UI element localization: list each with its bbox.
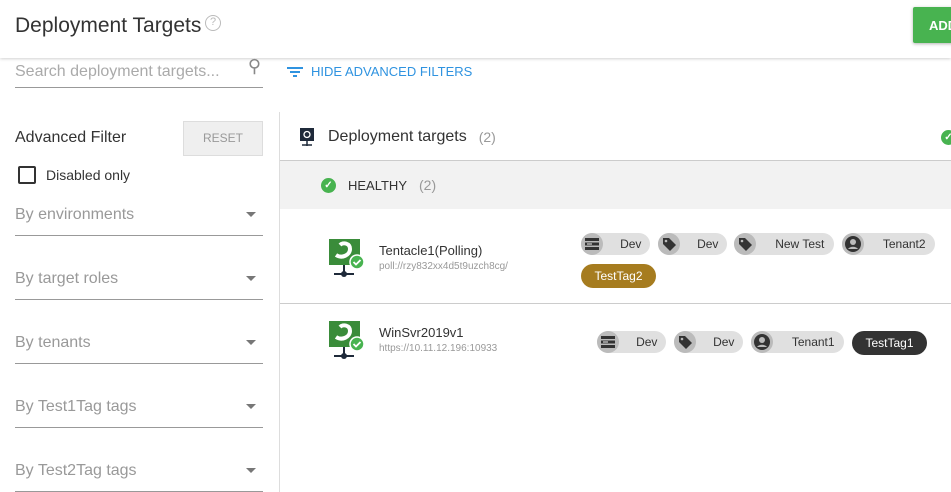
tag-icon — [658, 233, 680, 255]
target-roles-dropdown[interactable]: By target roles — [15, 270, 263, 300]
tenant-chip[interactable]: Tenant1 — [751, 331, 844, 353]
target-address: poll://rzy832xx4d5t9uzch8cg/ — [379, 261, 508, 272]
tentacle-icon — [329, 239, 365, 277]
filter-icon — [287, 66, 303, 77]
environments-dropdown[interactable]: By environments — [15, 206, 263, 236]
tag-chip[interactable]: TestTag1 — [852, 331, 927, 355]
chip-label: Dev — [636, 335, 658, 349]
page-title: Deployment Targets — [15, 14, 202, 37]
search-input[interactable] — [15, 60, 235, 84]
target-name[interactable]: Tentacle1(Polling) — [379, 243, 483, 258]
hide-advanced-filters-label: HIDE ADVANCED FILTERS — [311, 64, 473, 79]
search-field[interactable]: ⚲ — [15, 56, 263, 88]
reset-button[interactable]: RESET — [183, 121, 263, 156]
check-circle-icon: ✓ — [321, 177, 336, 193]
role-chip[interactable]: Dev — [674, 331, 743, 353]
dropdown-arrow-icon — [246, 468, 256, 478]
divider — [280, 160, 951, 161]
tenants-dropdown[interactable]: By tenants — [15, 334, 263, 364]
hide-advanced-filters-button[interactable]: HIDE ADVANCED FILTERS — [287, 64, 472, 79]
role-chip[interactable]: New Test — [734, 233, 834, 255]
dropdown-label: By Test1Tag tags — [15, 398, 137, 415]
disabled-only-checkbox[interactable]: Disabled only — [18, 166, 130, 184]
dropdown-label: By Test2Tag tags — [15, 462, 137, 479]
role-chip[interactable]: Dev — [658, 233, 727, 255]
deployment-target-icon — [300, 128, 314, 146]
search-icon[interactable]: ⚲ — [247, 56, 261, 76]
target-row[interactable]: Tentacle1(Polling) poll://rzy832xx4d5t9uz… — [280, 209, 951, 304]
tentacle-icon — [329, 321, 365, 359]
help-icon[interactable]: ? — [205, 15, 221, 31]
panel-divider — [279, 112, 280, 492]
dropdown-arrow-icon — [246, 276, 256, 286]
target-address: https://10.11.12.196:10933 — [379, 343, 498, 354]
target-name[interactable]: WinSvr2019v1 — [379, 325, 464, 340]
section-title: Deployment targets — [328, 128, 467, 145]
tag-icon — [734, 233, 756, 255]
tenant-icon — [751, 331, 773, 353]
dropdown-label: By tenants — [15, 334, 91, 351]
advanced-filter-title: Advanced Filter — [15, 129, 127, 146]
chip-label: New Test — [775, 237, 825, 251]
dropdown-arrow-icon — [246, 212, 256, 222]
dropdown-arrow-icon — [246, 404, 256, 414]
tag-chip[interactable]: TestTag2 — [581, 264, 656, 288]
section-header: Deployment targets (2) — [298, 127, 496, 147]
group-label: HEALTHY — [348, 177, 407, 193]
disabled-only-label: Disabled only — [46, 167, 131, 183]
chip-label: Tenant2 — [882, 237, 926, 251]
chip-label: Dev — [697, 237, 719, 251]
chip-label: TestTag1 — [865, 336, 914, 350]
add-target-button[interactable]: ADD — [913, 7, 951, 43]
dropdown-label: By target roles — [15, 270, 119, 287]
tenant-icon — [842, 233, 864, 255]
test2tag-dropdown[interactable]: By Test2Tag tags — [15, 462, 263, 492]
page-header: Deployment Targets ? ADD — [0, 0, 951, 58]
checkbox-icon[interactable] — [18, 166, 36, 184]
environment-chip[interactable]: Dev — [597, 331, 666, 353]
test1tag-dropdown[interactable]: By Test1Tag tags — [15, 398, 263, 428]
tag-icon — [674, 331, 696, 353]
dropdown-label: By environments — [15, 206, 135, 223]
chip-label: Dev — [713, 335, 735, 349]
group-count: (2) — [419, 177, 437, 193]
healthy-status-icon: ✓ — [941, 130, 951, 145]
section-count: (2) — [478, 129, 496, 145]
chip-label: TestTag2 — [594, 269, 643, 283]
chip-label: Tenant1 — [791, 335, 835, 349]
dropdown-arrow-icon — [246, 340, 256, 350]
tenant-chip[interactable]: Tenant2 — [842, 233, 935, 255]
environment-icon — [581, 233, 603, 255]
chip-label: Dev — [620, 237, 642, 251]
healthy-group-header[interactable]: ✓ HEALTHY (2) — [280, 161, 951, 209]
target-row[interactable]: WinSvr2019v1 https://10.11.12.196:10933 De… — [280, 305, 951, 375]
environment-icon — [597, 331, 619, 353]
environment-chip[interactable]: Dev — [581, 233, 650, 255]
